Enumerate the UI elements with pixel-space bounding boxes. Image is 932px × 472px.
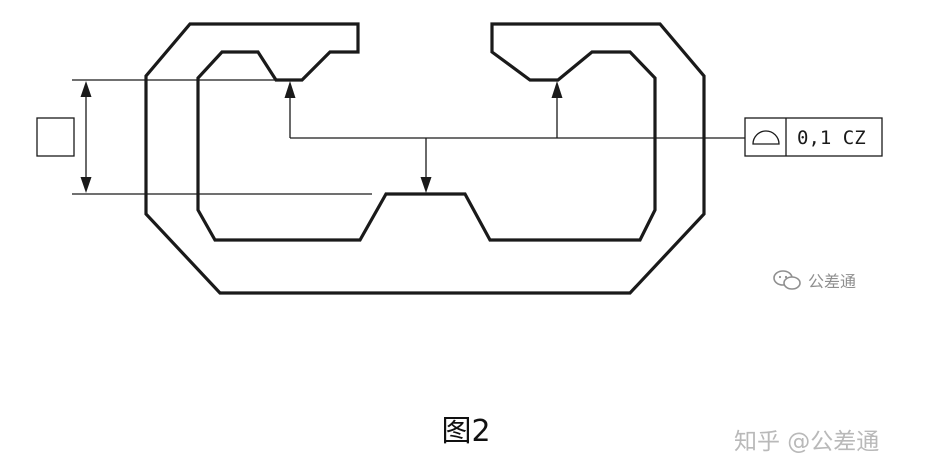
dimension-arrow-up — [80, 81, 92, 97]
tolerance-value: 0,1 CZ — [797, 127, 866, 149]
leader-arrow-left — [284, 81, 296, 98]
watermark: 公差通 — [772, 268, 856, 292]
figure-credit: 知乎 @公差通 — [734, 429, 880, 455]
figure-caption: 图2 — [441, 414, 491, 449]
dimension-arrow-down — [80, 177, 92, 193]
tolerance-frame: 0,1 CZ — [744, 117, 883, 157]
leader-arrow-right — [551, 81, 563, 98]
basic-square-icon — [36, 117, 75, 157]
part-outer-contour — [144, 22, 706, 295]
profile-of-surface-icon — [752, 130, 780, 145]
leader-arrow-middle — [420, 177, 432, 193]
wechat-icon — [773, 270, 801, 290]
watermark-text: 公差通 — [808, 272, 857, 291]
